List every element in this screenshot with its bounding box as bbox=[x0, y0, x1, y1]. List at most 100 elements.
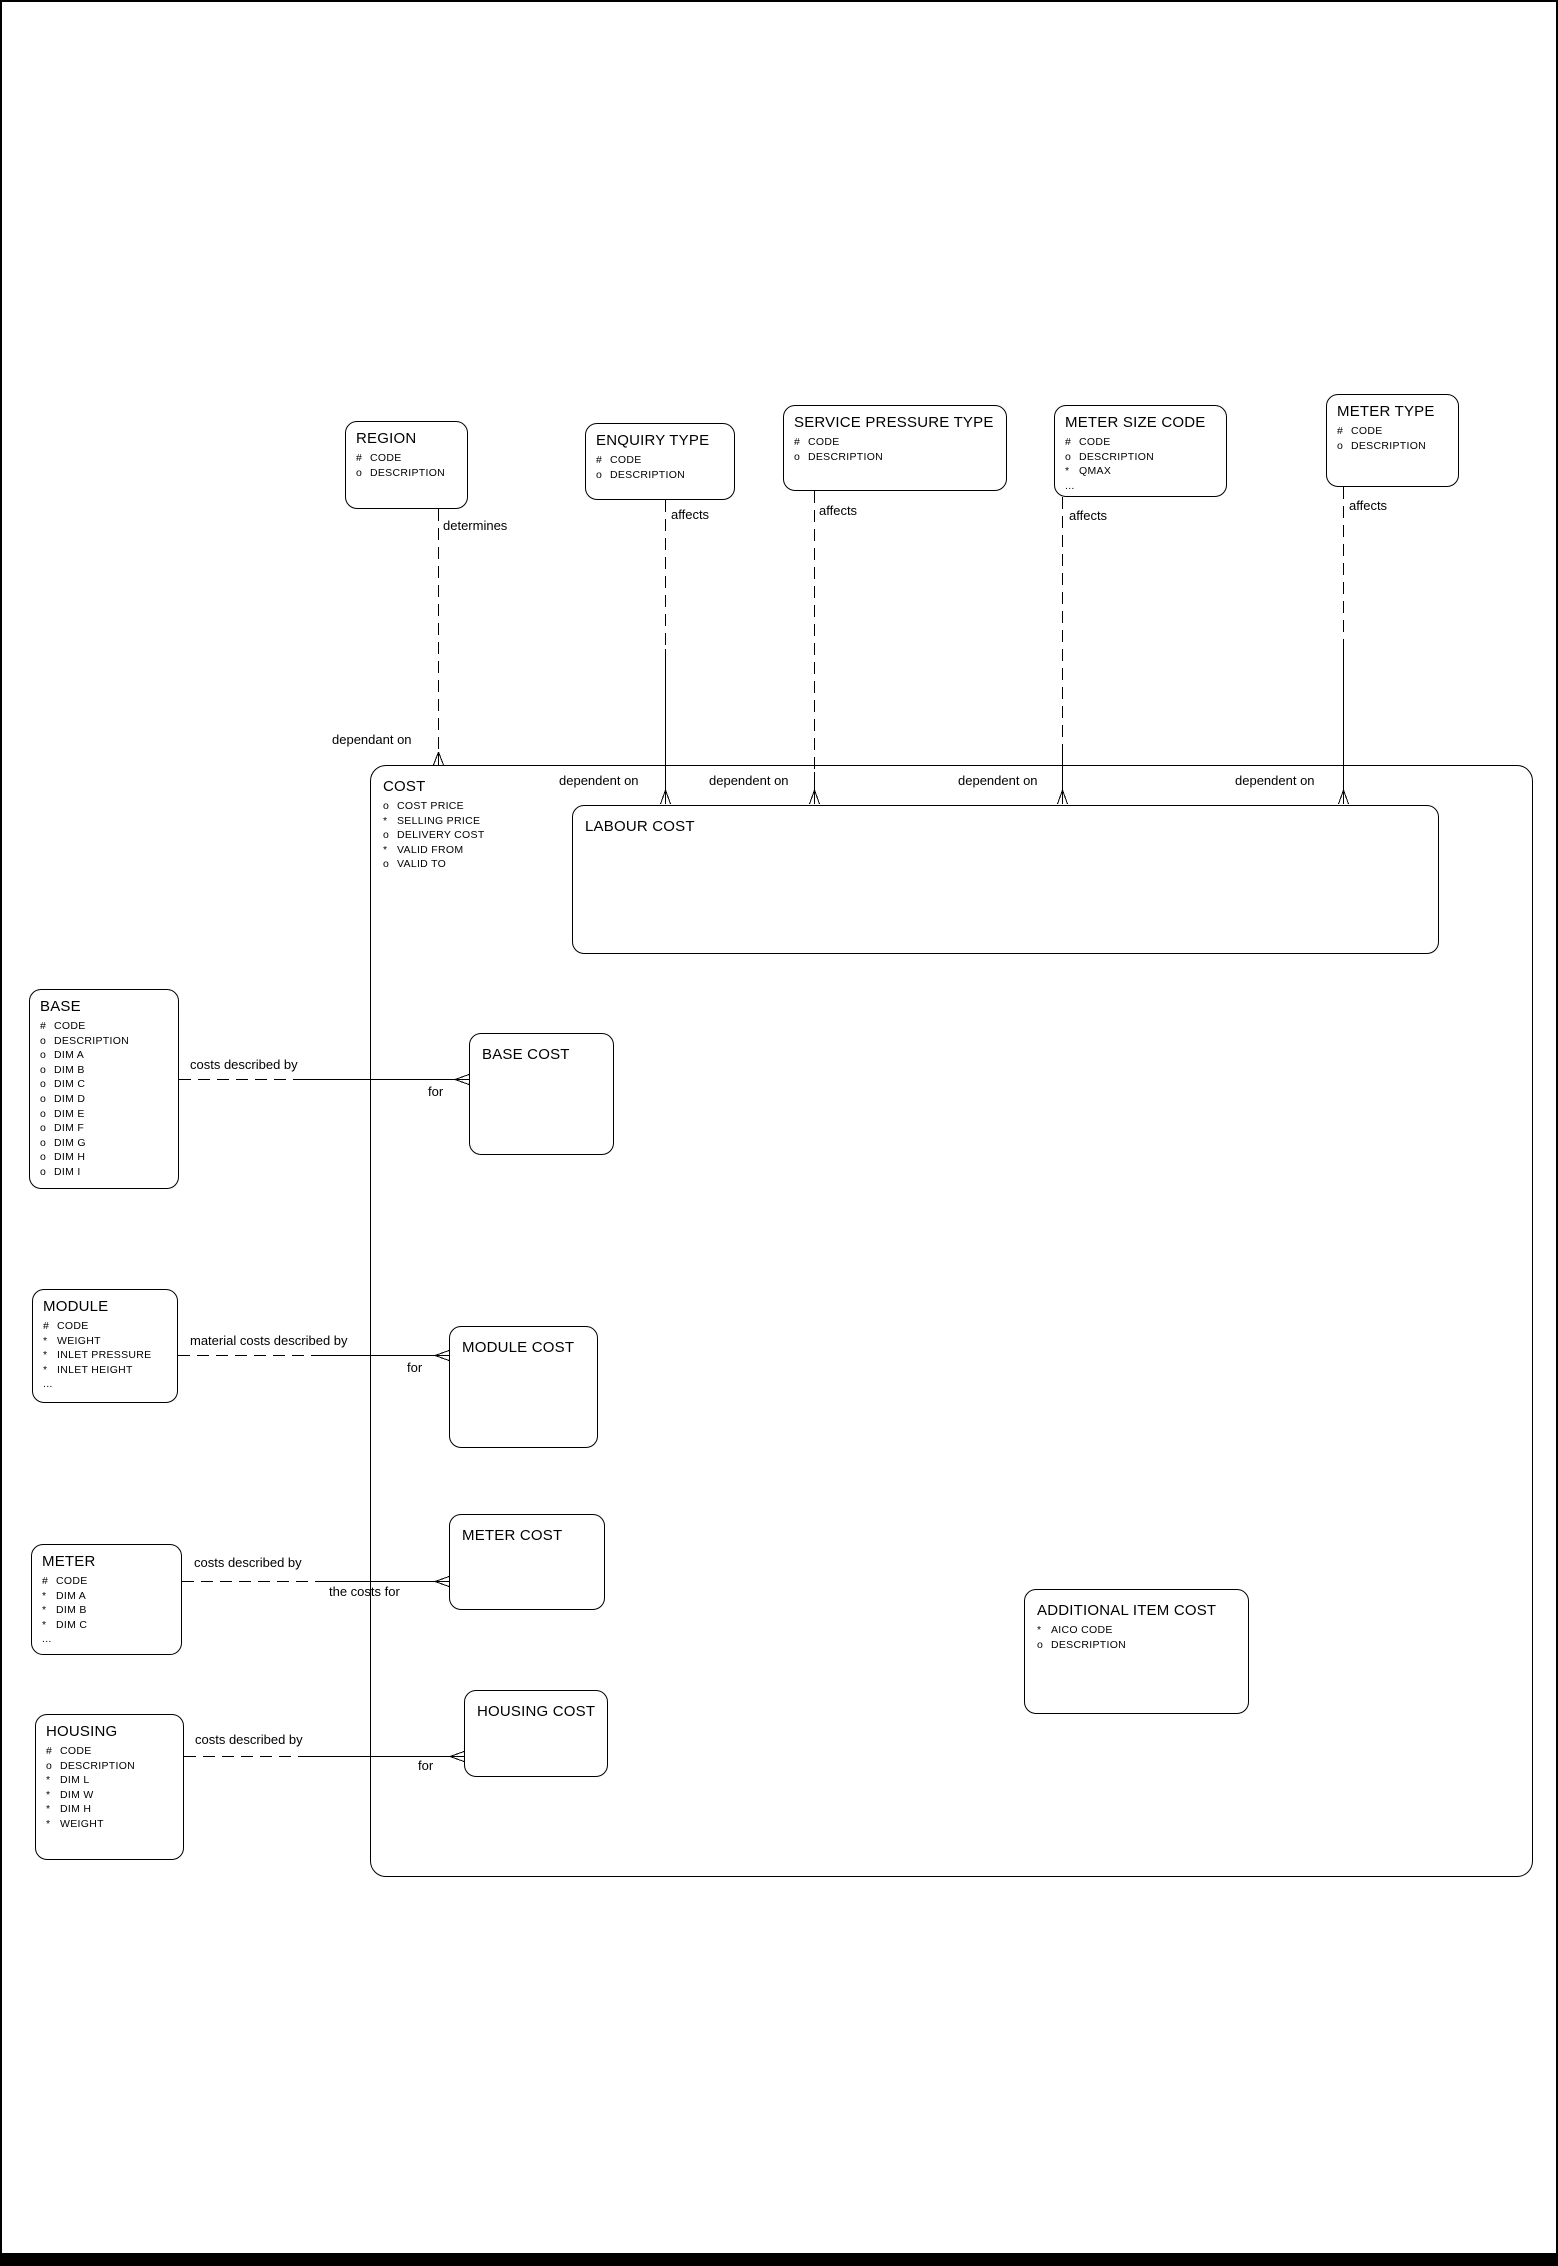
page-bottom-bar bbox=[2, 2253, 1556, 2264]
attribute-name: DIM F bbox=[54, 1122, 85, 1135]
entity-module-cost[interactable]: MODULE COST bbox=[449, 1326, 598, 1448]
relationship-label-affects-enquiry: affects bbox=[671, 507, 710, 522]
attribute-row: #CODE bbox=[43, 1319, 171, 1334]
relationship-label-housing-for: for bbox=[418, 1758, 434, 1773]
attribute-prefix: o bbox=[40, 1049, 47, 1062]
relationship-label-determines: determines bbox=[443, 518, 508, 533]
entity-title: COST bbox=[383, 778, 426, 795]
attribute-name: DESCRIPTION bbox=[1079, 450, 1155, 463]
attribute-row: # CODE bbox=[356, 451, 461, 466]
attribute-name: CODE bbox=[54, 1020, 86, 1032]
attribute-prefix: o bbox=[794, 450, 801, 463]
relationship-line-meter-meter-cost[interactable] bbox=[182, 1576, 450, 1587]
attribute-name: DIM D bbox=[54, 1092, 86, 1105]
attribute-row: *SELLING PRICE bbox=[383, 814, 1526, 829]
relationship-label-affects-meter-size: affects bbox=[1069, 508, 1108, 523]
relationship-label-module-for: for bbox=[407, 1360, 423, 1375]
entity-meter[interactable]: METER #CODE*DIM A*DIM B*DIM C... bbox=[31, 1544, 182, 1655]
attribute-name: DIM H bbox=[54, 1151, 86, 1164]
attribute-name: DESCRIPTION bbox=[1351, 439, 1427, 452]
attribute-prefix: * bbox=[383, 814, 388, 827]
entity-title: METER SIZE CODE bbox=[1065, 414, 1206, 431]
attribute-name: DESCRIPTION bbox=[60, 1759, 136, 1772]
relationship-line-module-module-cost[interactable] bbox=[178, 1350, 450, 1361]
attribute-name: DIM L bbox=[60, 1774, 90, 1787]
attribute-row: #CODE bbox=[46, 1744, 177, 1759]
attribute-prefix: o bbox=[40, 1136, 47, 1149]
attribute-name: CODE bbox=[610, 454, 642, 466]
attribute-row: *INLET PRESSURE bbox=[43, 1348, 171, 1363]
entity-title: SERVICE PRESSURE TYPE bbox=[794, 414, 994, 431]
attribute-prefix: o bbox=[46, 1759, 53, 1772]
attribute-name: DIM A bbox=[56, 1589, 87, 1602]
attribute-name: INLET PRESSURE bbox=[57, 1349, 152, 1362]
attribute-prefix: # bbox=[356, 452, 363, 464]
attribute-row: ... bbox=[1065, 479, 1220, 494]
attribute-prefix: o bbox=[40, 1034, 47, 1047]
attribute-row: o DESCRIPTION bbox=[1065, 450, 1220, 465]
attribute-row: *DIM L bbox=[46, 1773, 177, 1788]
relationship-line-meter-size-cost[interactable] bbox=[1057, 497, 1068, 805]
attribute-name: WEIGHT bbox=[60, 1817, 104, 1830]
entity-title: MODULE bbox=[43, 1298, 109, 1315]
entity-title: REGION bbox=[356, 430, 417, 447]
attribute-name: CODE bbox=[370, 452, 402, 464]
attribute-name: DESCRIPTION bbox=[610, 468, 686, 481]
attribute-name: QMAX bbox=[1079, 465, 1112, 478]
attribute-prefix: # bbox=[40, 1020, 47, 1032]
relationship-line-meter-type-cost[interactable] bbox=[1338, 487, 1349, 805]
attribute-prefix: o bbox=[383, 800, 390, 812]
attribute-prefix: o bbox=[1065, 450, 1072, 463]
entity-housing-cost[interactable]: HOUSING COST bbox=[464, 1690, 608, 1777]
attribute-name: CODE bbox=[808, 436, 840, 448]
attribute-row: *DIM W bbox=[46, 1788, 177, 1803]
relationship-line-region-cost[interactable] bbox=[433, 509, 444, 766]
relationship-line-base-base-cost[interactable] bbox=[179, 1074, 470, 1085]
attribute-prefix: ... bbox=[42, 1633, 52, 1646]
relationship-line-housing-housing-cost[interactable] bbox=[184, 1751, 465, 1762]
attribute-row: *QMAX bbox=[1065, 464, 1220, 479]
entity-module[interactable]: MODULE #CODE*WEIGHT*INLET PRESSURE*INLET… bbox=[32, 1289, 178, 1403]
attribute-name: DESCRIPTION bbox=[1051, 1638, 1127, 1651]
relationship-label-dependant-on: dependant on bbox=[332, 732, 412, 747]
entity-attributes: #CODE*WEIGHT*INLET PRESSURE*INLET HEIGHT… bbox=[43, 1319, 171, 1392]
attribute-row: ... bbox=[43, 1377, 171, 1392]
attribute-name: DIM B bbox=[56, 1604, 87, 1617]
attribute-name: WEIGHT bbox=[57, 1334, 101, 1347]
attribute-prefix: # bbox=[794, 436, 801, 448]
attribute-name: CODE bbox=[56, 1575, 88, 1587]
attribute-prefix: * bbox=[42, 1604, 47, 1617]
relationship-line-enquiry-cost[interactable] bbox=[660, 500, 671, 805]
entity-base-cost[interactable]: BASE COST bbox=[469, 1033, 614, 1155]
attribute-name: DIM C bbox=[54, 1078, 86, 1091]
relationship-line-service-pressure-cost[interactable] bbox=[809, 491, 820, 805]
attribute-name: CODE bbox=[57, 1320, 89, 1332]
relationship-label-dependent-on-meter-type: dependent on bbox=[1235, 773, 1315, 788]
entity-labour-cost[interactable]: LABOUR COST bbox=[572, 805, 1439, 954]
relationship-label-module-material-costs-described-by: material costs described by bbox=[190, 1333, 348, 1348]
attribute-row: *INLET HEIGHT bbox=[43, 1363, 171, 1378]
entity-meter-cost[interactable]: METER COST bbox=[449, 1514, 605, 1610]
